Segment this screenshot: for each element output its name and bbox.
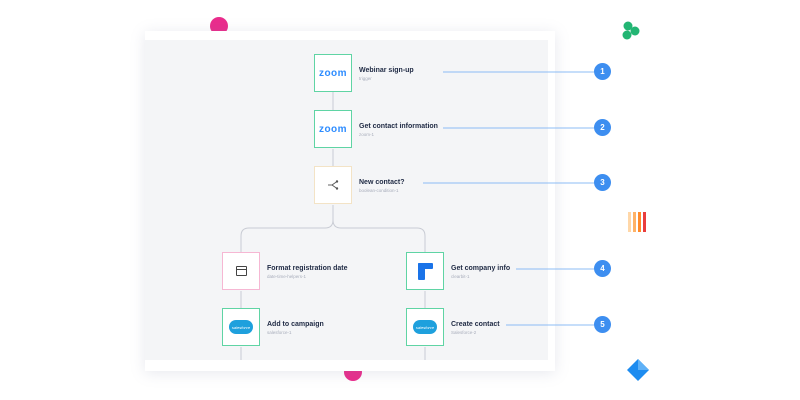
node-create-contact[interactable]: salesforce [406,308,444,346]
zoom-logo-icon: zoom [318,67,348,79]
salesforce-logo-icon: salesforce [229,320,253,334]
node-subtitle: zoom-1 [359,132,375,137]
decoration-diamond-icon [627,359,649,381]
branch-icon [328,180,339,190]
workflow-canvas: zoom Webinar sign-up trigger zoom Get co… [145,40,548,360]
workflow-connectors [240,92,426,360]
node-subtitle: clearbit-1 [451,274,470,279]
node-new-contact-condition[interactable] [314,166,352,204]
node-subtitle: salesforce-1 [267,330,292,335]
decoration-pink-circle-top [210,17,228,35]
callout-badge-5: 5 [594,316,611,333]
salesforce-logo-icon: salesforce [413,320,437,334]
zoom-logo-icon: zoom [318,123,348,135]
node-title: Get contact information [359,123,438,130]
node-title: Webinar sign-up [359,67,414,74]
calendar-icon [235,266,247,276]
node-subtitle: boolean-condition-1 [359,188,399,193]
callout-badge-3: 3 [594,174,611,191]
node-title: Get company info [451,265,511,272]
callout-badge-2: 2 [594,119,611,136]
node-webinar-signup[interactable]: zoom [314,54,352,92]
node-title: Format registration date [267,265,348,272]
decoration-stripes-icon [627,212,647,232]
decoration-green-dots-icon [620,20,642,42]
node-title: Create contact [451,321,500,328]
node-title: New contact? [359,179,405,186]
clearbit-icon [417,262,433,280]
node-subtitle: trigger [359,76,372,81]
callout-badge-1: 1 [594,63,611,80]
node-add-to-campaign[interactable]: salesforce [222,308,260,346]
node-subtitle: Salesforce-2 [451,330,477,335]
node-get-contact-information[interactable]: zoom [314,110,352,148]
node-subtitle: date-time-helpers-1 [267,274,307,279]
callout-badge-4: 4 [594,260,611,277]
node-format-registration-date[interactable] [222,252,260,290]
node-title: Add to campaign [267,321,324,328]
node-get-company-info[interactable] [406,252,444,290]
